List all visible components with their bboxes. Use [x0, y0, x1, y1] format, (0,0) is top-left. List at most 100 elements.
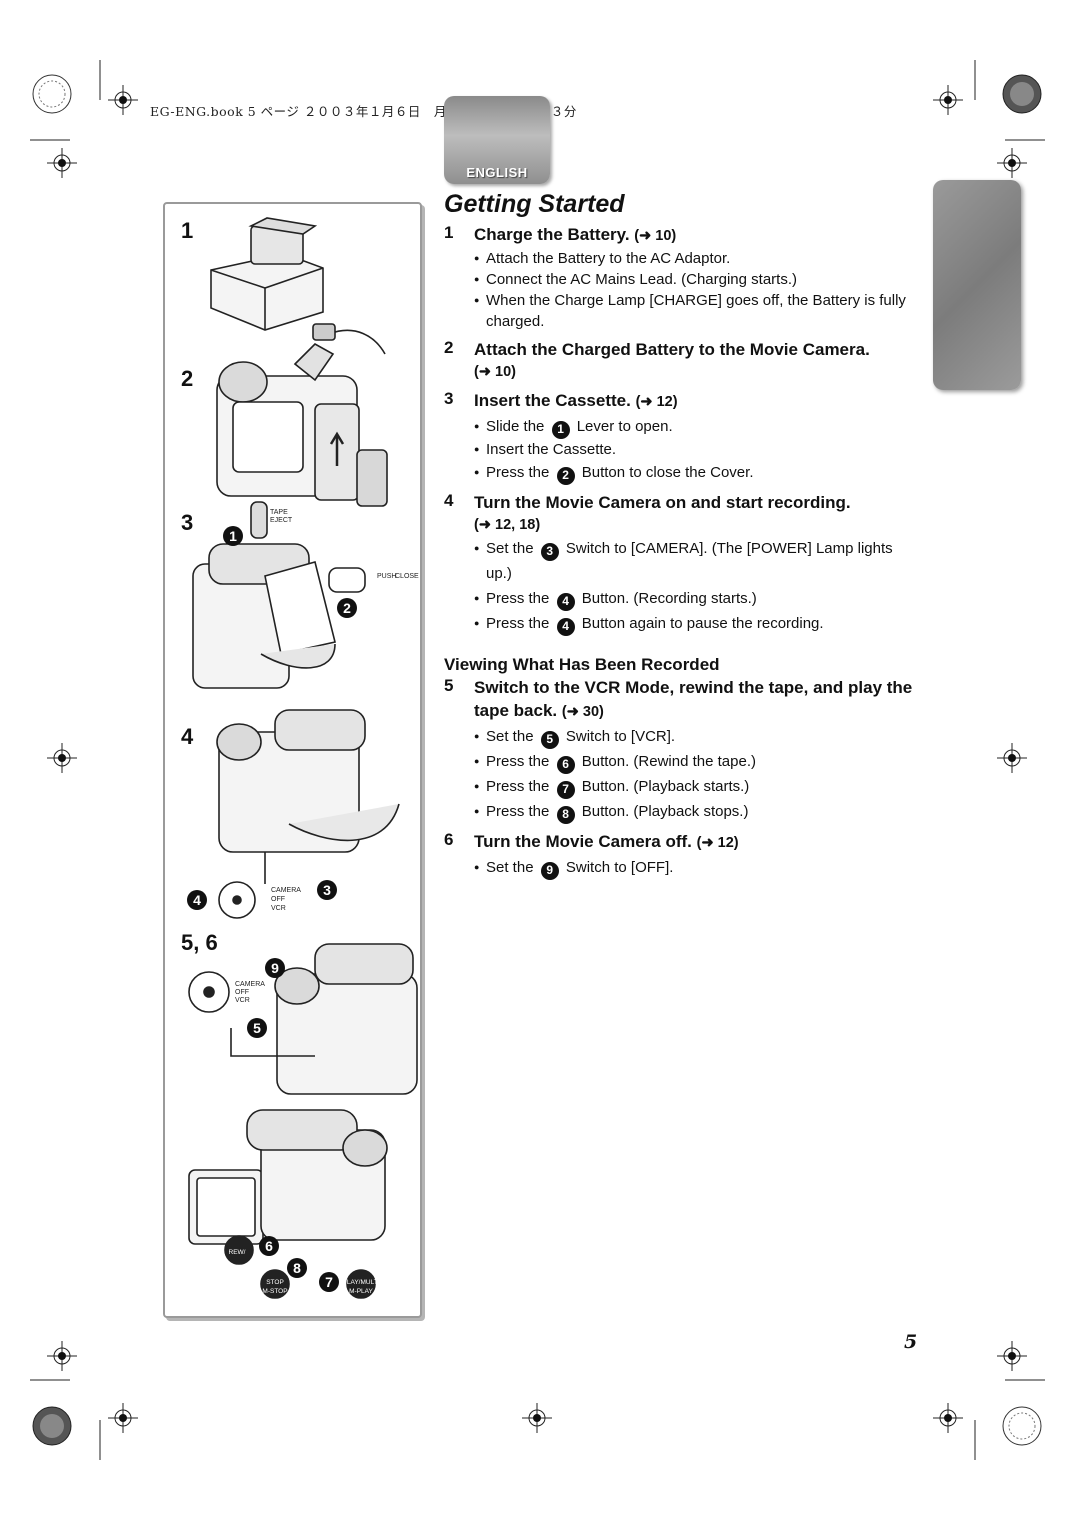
close-label: CLOSE — [395, 573, 419, 580]
step-items: Set the 3 Switch to [CAMERA]. (The [POWE… — [474, 536, 922, 636]
callout-badge: 4 — [556, 617, 575, 636]
callout-1: 1 — [223, 526, 243, 546]
rew-button-label: REW/ — [229, 1249, 246, 1256]
step-heading: Charge the Battery. (➜ 10) — [474, 223, 922, 248]
page-reference: (➜ 30) — [561, 704, 604, 720]
push-label: PUSH — [377, 573, 396, 580]
step-heading-text: Switch to the VCR Mode, rewind the tape,… — [474, 678, 913, 720]
mode-label-off: OFF — [271, 896, 285, 903]
step-body: Turn the Movie Camera off. (➜ 12)Set the… — [474, 830, 922, 880]
figure-panel: 1 2 3 4 5, 6 — [163, 202, 422, 1318]
item-text-post: Switch to [CAMERA]. (The [POWER] Lamp li… — [486, 540, 893, 582]
figure-label-4: 4 — [181, 724, 194, 749]
callout-badge: 9 — [540, 861, 559, 880]
item-text: Connect the AC Mains Lead. (Charging sta… — [486, 271, 797, 288]
mode-label-camera-2: CAMERA — [235, 981, 265, 988]
item-text-pre: Set the — [486, 859, 534, 876]
step-heading: Switch to the VCR Mode, rewind the tape,… — [474, 676, 922, 724]
item-text-pre: Press the — [486, 615, 550, 632]
step-4: 4 Turn the Movie Camera on and start reco… — [444, 491, 922, 636]
page-reference: (➜ 10) — [634, 228, 677, 244]
callout-badge: 1 — [551, 420, 570, 439]
figure-label-2: 2 — [181, 366, 194, 391]
cassette-illustration — [192, 501, 366, 689]
steps-list-viewing: 5 Switch to the VCR Mode, rewind the tape… — [444, 676, 922, 880]
step-item: Set the 3 Switch to [CAMERA]. (The [POWE… — [474, 536, 922, 586]
step-heading-text: Turn the Movie Camera off. — [474, 832, 692, 851]
step-heading: Attach the Charged Battery to the Movie … — [474, 338, 922, 361]
mode-label-vcr: VCR — [271, 905, 286, 912]
step-items: Set the 9 Switch to [OFF]. — [474, 855, 922, 880]
vcr-mode-illustration — [188, 943, 418, 1095]
step-item: Press the 4 Button again to pause the re… — [474, 611, 922, 636]
step-2: 2 Attach the Charged Battery to the Movie… — [444, 338, 922, 383]
step-item: Connect the AC Mains Lead. (Charging sta… — [474, 269, 922, 290]
callout-badge: 2 — [556, 466, 575, 485]
step-number: 4 — [444, 491, 454, 510]
step-item: Press the 4 Button. (Recording starts.) — [474, 586, 922, 611]
item-text-pre: Slide the — [486, 418, 545, 435]
step-heading-text: Insert the Cassette. — [474, 391, 631, 410]
item-text-pre: Press the — [486, 803, 550, 820]
item-text-pre: Press the — [486, 778, 550, 795]
language-tab: ENGLISH — [444, 96, 550, 184]
item-text-pre: Press the — [486, 590, 550, 607]
item-text-pre: Press the — [486, 464, 550, 481]
item-text-post: Lever to open. — [576, 418, 673, 435]
item-text-post: Button. (Playback stops.) — [581, 803, 749, 820]
step-items: Attach the Battery to the AC Adaptor. Con… — [474, 248, 922, 332]
figure-label-5-6: 5, 6 — [181, 930, 218, 955]
step-item: Press the 7 Button. (Playback starts.) — [474, 774, 922, 799]
side-index-tab — [933, 180, 1021, 390]
item-text-post: Switch to [OFF]. — [565, 859, 674, 876]
step-body: Charge the Battery. (➜ 10)Attach the Bat… — [474, 223, 922, 332]
mode-label-off-2: OFF — [235, 989, 249, 996]
section-title: Viewing What Has Been Recorded — [444, 655, 720, 674]
page-number: 5 — [904, 1331, 918, 1353]
page-reference: (➜ 10) — [474, 364, 516, 380]
item-text-pre: Press the — [486, 753, 550, 770]
step-item: Attach the Battery to the AC Adaptor. — [474, 248, 922, 269]
step-item: Set the 5 Switch to [VCR]. — [474, 724, 922, 749]
step-items: Slide the 1 Lever to open. Insert the Cas… — [474, 414, 922, 485]
step-items: Set the 5 Switch to [VCR].Press the 6 Bu… — [474, 724, 922, 824]
step-body: Attach the Charged Battery to the Movie … — [474, 338, 922, 383]
tape-eject-label: TAPE — [270, 509, 288, 516]
step-heading: Insert the Cassette. (➜ 12) — [474, 389, 922, 414]
mode-label-camera: CAMERA — [271, 887, 301, 894]
step-heading: Turn the Movie Camera on and start recor… — [474, 491, 922, 514]
step-body: Switch to the VCR Mode, rewind the tape,… — [474, 676, 922, 824]
step-heading: Turn the Movie Camera off. (➜ 12) — [474, 830, 922, 855]
callout-9: 9 — [265, 958, 285, 978]
mstop-button-label: M-STOP — [262, 1288, 287, 1295]
recording-illustration — [216, 709, 400, 919]
step-3: 3 Insert the Cassette. (➜ 12)Slide the 1 … — [444, 389, 922, 485]
step-number: 3 — [444, 389, 454, 408]
charger-illustration — [210, 217, 386, 355]
figure-label-1: 1 — [181, 218, 194, 243]
mode-label-vcr-2: VCR — [235, 997, 250, 1004]
page-reference: (➜ 12) — [696, 835, 739, 851]
step-heading-text: Charge the Battery. — [474, 225, 630, 244]
step-item: When the Charge Lamp [CHARGE] goes off, … — [474, 290, 922, 332]
item-text-pre: Set the — [486, 540, 534, 557]
step-item: Press the 6 Button. (Rewind the tape.) — [474, 749, 922, 774]
item-text-post: Button. (Recording starts.) — [581, 590, 757, 607]
callout-badge: 4 — [556, 592, 575, 611]
page-title: Getting Started — [444, 190, 625, 218]
step-item: Set the 9 Switch to [OFF]. — [474, 855, 922, 880]
step-item: Insert the Cassette. — [474, 439, 922, 460]
step-number: 2 — [444, 338, 454, 357]
callout-badge: 7 — [556, 780, 575, 799]
item-text-post: Button to close the Cover. — [581, 464, 754, 481]
step-number: 6 — [444, 830, 454, 849]
callout-8: 8 — [287, 1258, 307, 1278]
playback-illustration — [188, 1109, 388, 1299]
step-number: 5 — [444, 676, 454, 695]
language-tab-label: ENGLISH — [466, 165, 528, 180]
camera-battery-illustration — [216, 343, 388, 507]
